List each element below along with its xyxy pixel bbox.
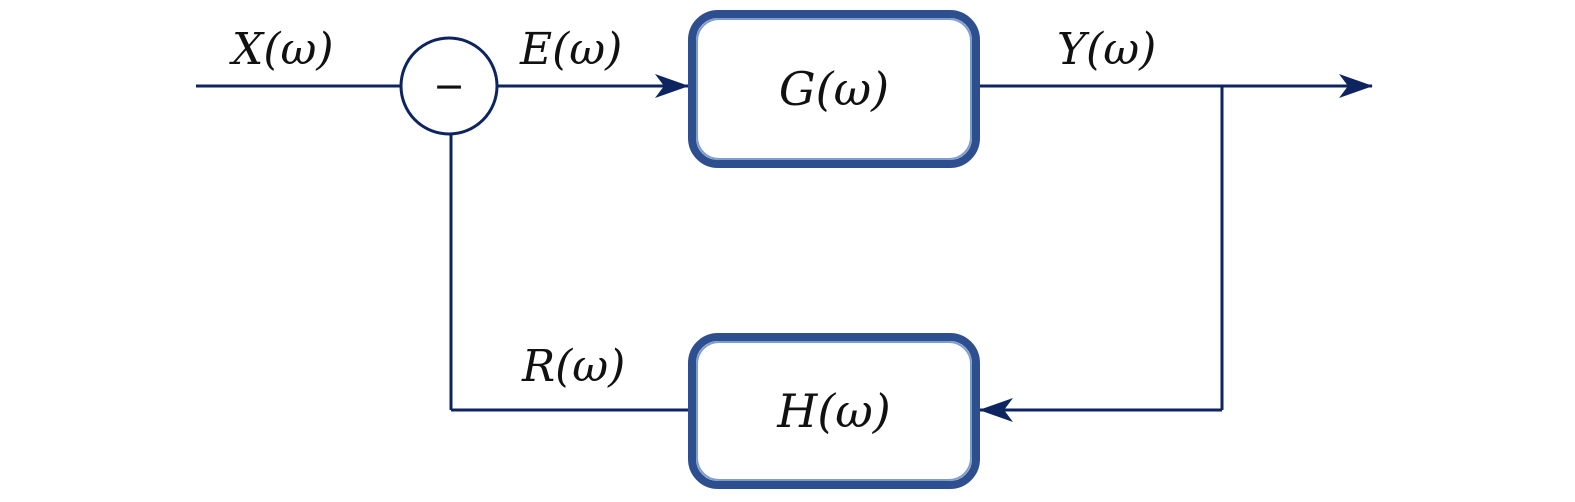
feedback-signal-label: R(ω)	[522, 341, 626, 392]
feedback-block-border-inner	[696, 341, 972, 481]
output-signal-label: Y(ω)	[1057, 24, 1157, 75]
forward-block-border-outer	[688, 10, 980, 168]
error-signal-label: E(ω)	[520, 24, 623, 75]
summing-junction-sign: −	[433, 64, 465, 108]
forward-block-label: G(ω)	[778, 62, 890, 116]
feedback-block-label: H(ω)	[777, 384, 891, 438]
forward-block-border-inner	[696, 18, 972, 160]
feedback-block-border-outer	[688, 333, 980, 489]
input-signal-label: X(ω)	[232, 24, 334, 75]
